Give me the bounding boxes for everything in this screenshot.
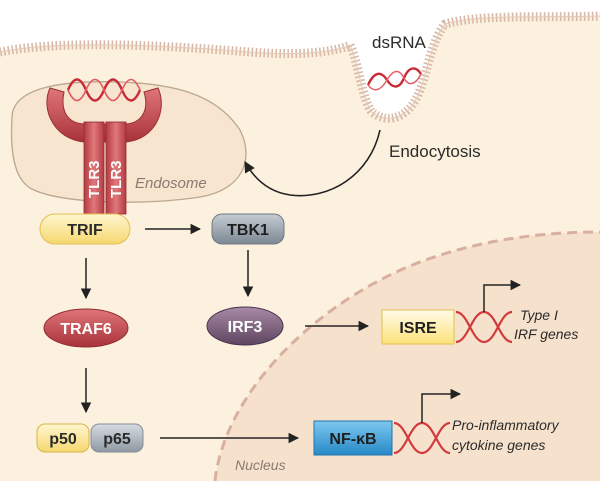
nfkb-gene-dna-strand-a [393, 421, 451, 455]
nucleus-label: Nucleus [235, 457, 286, 473]
membrane-dsrna-strand-a [366, 67, 423, 88]
traf6-node [43, 308, 129, 348]
traf6-label: TRAF6 [60, 321, 112, 338]
proinflammatory-genes-label-line1: Pro-inflammatory [452, 417, 560, 433]
tlr3-ectodomain [46, 87, 162, 143]
type-i-genes-label-line1: Type I [520, 307, 558, 323]
membrane-dsrna-strand-b [367, 70, 422, 91]
tbk1-label: TBK1 [227, 222, 269, 239]
trif-label: TRIF [67, 222, 103, 239]
p50-node [36, 423, 90, 453]
type-i-transcription-arrow [483, 279, 522, 312]
endosome-dsrna-helix-b [67, 78, 141, 102]
proinflammatory-transcription-arrow [421, 388, 462, 423]
nucleus [215, 232, 600, 481]
p65-node [90, 423, 144, 453]
membrane-dsrna [366, 67, 423, 91]
proinflammatory-genes-label-line2: cytokine genes [452, 437, 545, 453]
dsrna-label: dsRNA [372, 33, 427, 52]
isre-gene-dna-strand-a [455, 310, 513, 344]
endocytosis-label: Endocytosis [389, 142, 481, 161]
trif-node [39, 213, 131, 245]
irf3-node [206, 306, 284, 346]
tlr3-dimer [46, 78, 162, 215]
tlr3-right-label: TLR3 [108, 161, 125, 199]
isre-label: ISRE [399, 320, 437, 337]
tlr3-left-label: TLR3 [86, 161, 103, 199]
isre-box [381, 309, 455, 345]
cell-membrane-line [0, 15, 600, 119]
tbk1-node [211, 213, 285, 245]
nfkb-box [313, 420, 393, 456]
endosome-label: Endosome [135, 175, 207, 192]
p50-label: p50 [49, 431, 77, 448]
endocytosis-arrow [244, 129, 381, 197]
nfkb-label: NF-κB [329, 431, 376, 448]
type-i-genes-label-line2: IRF genes [514, 326, 578, 342]
irf3-label: IRF3 [228, 319, 263, 336]
p65-label: p65 [103, 431, 131, 448]
